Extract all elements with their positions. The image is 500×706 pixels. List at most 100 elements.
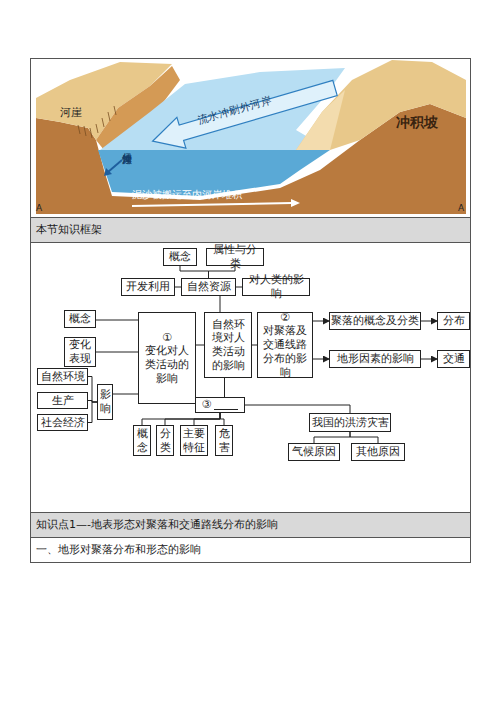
box-text: 知识点1—-地表形态对聚落和交通路线分布的影响 <box>36 518 278 532</box>
connector <box>96 320 138 321</box>
box-text: ③ <box>202 398 212 412</box>
box-text: 我国的洪涝灾害 <box>312 416 389 430</box>
box-text: 对聚落及交通线路分布的影响 <box>261 324 309 379</box>
connector <box>313 321 329 322</box>
concept-box: ①变化对人类活动的影响 <box>138 312 196 404</box>
connector <box>220 413 224 425</box>
illustration-label: A <box>458 203 464 214</box>
connector <box>175 287 181 288</box>
hatch <box>108 112 110 121</box>
illustration-label: 侵蚀外河岸 <box>122 146 132 178</box>
connector <box>88 401 97 403</box>
box-text: 自然资源 <box>187 280 231 294</box>
right-hill-top <box>296 60 466 150</box>
box-text: 属性与分类 <box>208 243 262 271</box>
concept-box: 危害 <box>215 425 233 456</box>
hatch <box>114 106 116 115</box>
concept-box: 属性与分类 <box>206 248 264 266</box>
deposit-arrow-head <box>291 199 300 207</box>
connector <box>180 266 209 278</box>
hatch <box>90 128 92 138</box>
box-text: 开发利用 <box>126 280 170 294</box>
erosion-arrow <box>108 160 122 172</box>
box-text: 影响 <box>99 388 111 416</box>
connector <box>224 378 225 397</box>
box-text: 概念 <box>69 312 91 326</box>
concept-box: 变化表现 <box>64 337 96 367</box>
hatch <box>102 118 104 127</box>
concept-box: 生产 <box>37 392 88 409</box>
box-text: 自然环境 <box>41 370 85 384</box>
concept-box: 开发利用 <box>121 278 175 296</box>
erosion-arrow-head <box>104 168 112 176</box>
connector <box>220 296 221 312</box>
box-text: 对人类的影响 <box>244 273 308 301</box>
connector <box>196 345 204 346</box>
connector <box>314 432 350 443</box>
river-illustration <box>36 60 466 214</box>
connector <box>96 352 138 353</box>
section-row: 一、地形对聚落分布和形态的影响 <box>30 537 471 563</box>
box-text: 分布 <box>443 314 465 328</box>
illustration-label: 流水冲刷外河岸 <box>196 94 273 127</box>
box-heading: ② <box>280 311 290 325</box>
box-text: 变化对人类活动的影响 <box>143 344 191 385</box>
blank-line <box>214 400 238 410</box>
connector <box>142 413 220 425</box>
hatch <box>96 124 98 133</box>
connector <box>113 394 138 395</box>
connector <box>421 359 437 360</box>
connector <box>209 266 236 278</box>
water-surface <box>100 68 345 150</box>
connector <box>88 402 97 423</box>
concept-box: ②对聚落及交通线路分布的影响 <box>257 312 313 378</box>
concept-box: 主要特征 <box>180 425 208 456</box>
frame-border <box>31 59 471 563</box>
table-frame <box>30 59 471 563</box>
connector <box>194 413 220 425</box>
concept-box: 地形因素的影响 <box>329 350 421 368</box>
concept-box: 其他原因 <box>351 443 405 461</box>
section-header: 本节知识框架 <box>30 217 471 243</box>
concept-box: 概念 <box>64 310 96 328</box>
concept-box: ③ <box>195 397 245 413</box>
cliff-hatching <box>78 106 116 138</box>
box-text: 本节知识框架 <box>36 223 102 237</box>
connector <box>350 432 378 443</box>
box-text: 变化表现 <box>69 338 91 366</box>
connector <box>252 345 257 346</box>
illustration-label: 泥沙被搬运至内河岸堆积 <box>132 189 242 200</box>
box-text: 地形因素的影响 <box>337 352 414 366</box>
box-heading: ① <box>162 331 172 345</box>
concept-box: 分类 <box>156 425 174 456</box>
concept-box: 我国的洪涝灾害 <box>309 413 391 432</box>
illustration-label: 河崖 <box>60 106 82 119</box>
box-text: 气候原因 <box>292 445 336 459</box>
concept-box: 影响 <box>97 384 113 420</box>
box-text: 一、地形对聚落分布和形态的影响 <box>36 543 201 557</box>
concept-box: 交通 <box>437 350 470 368</box>
box-text: 概念 <box>136 427 148 455</box>
box-text: 概念 <box>169 250 191 264</box>
box-text: 主要特征 <box>183 427 205 455</box>
illustration-label: A <box>36 203 42 214</box>
hatch <box>78 125 80 134</box>
connector <box>421 321 437 322</box>
concept-box: 概念 <box>163 248 197 266</box>
concept-box: 自然环境对人类活动的影响 <box>204 312 252 378</box>
hatch <box>84 126 86 136</box>
concept-box: 概念 <box>133 425 151 456</box>
box-text: 自然环境对人类活动的影响 <box>211 318 245 373</box>
section-header: 知识点1—-地表形态对聚落和交通路线分布的影响 <box>30 512 471 538</box>
connector <box>88 377 97 403</box>
concept-box: 聚落的概念及分类 <box>329 312 421 330</box>
box-text: 交通 <box>443 352 465 366</box>
connector <box>245 405 350 413</box>
box-text: 生产 <box>52 394 74 408</box>
illustration-label: 冲积坡 <box>396 114 438 131</box>
flow-arrow <box>153 80 338 148</box>
deposit-arrow <box>132 203 292 206</box>
connector <box>313 359 329 360</box>
